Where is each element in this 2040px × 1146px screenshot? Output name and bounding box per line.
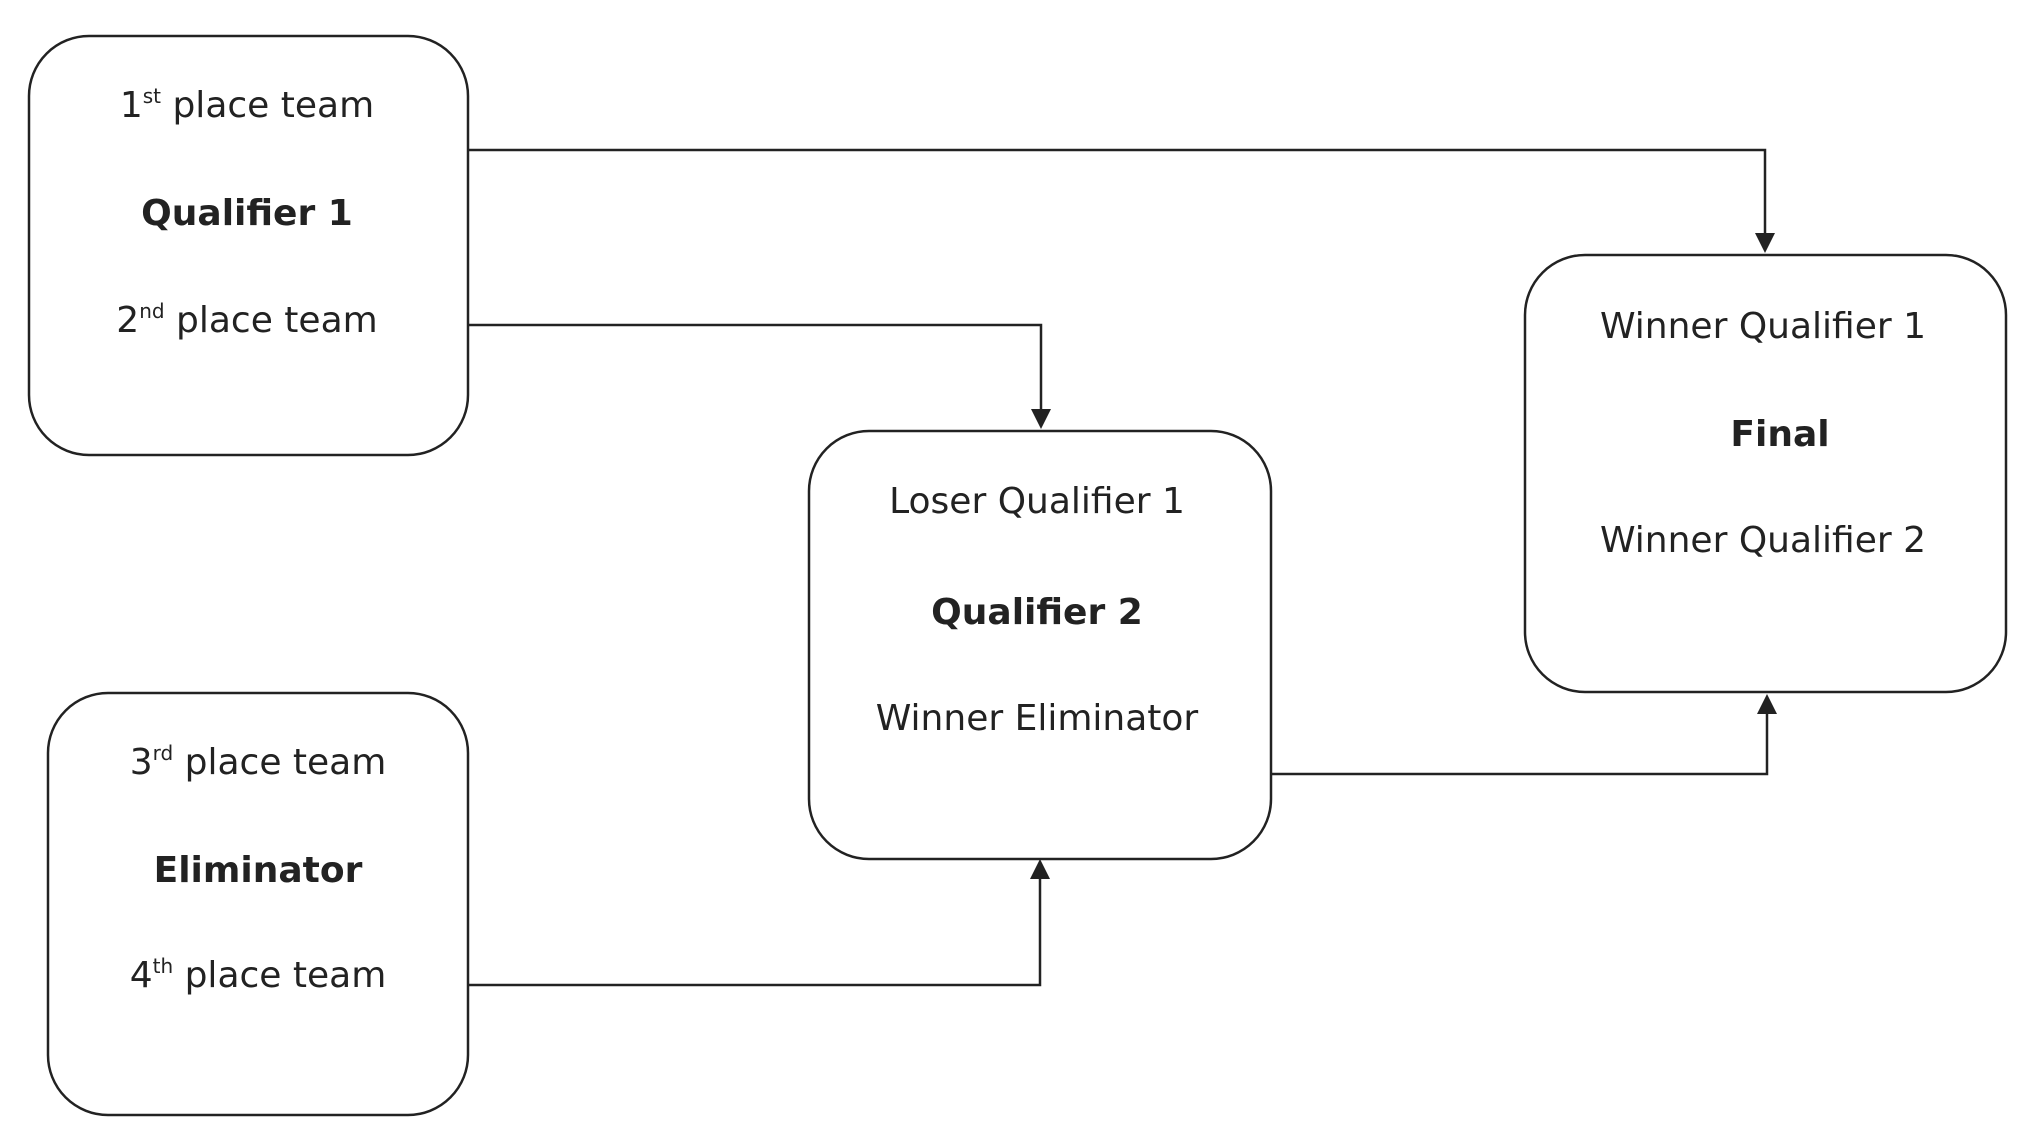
edge-eliminator-to-q2: [468, 876, 1042, 987]
arrowhead: [1031, 409, 1051, 429]
node-title: Qualifier 1: [141, 193, 353, 234]
node-top-label: 3rd place team: [130, 741, 387, 783]
node-bottom-label: 4th place team: [130, 954, 387, 996]
node-top-label: Winner Qualifier 1: [1600, 306, 1926, 347]
node-final: Winner Qualifier 1 Final Winner Qualifie…: [1523, 253, 2008, 694]
node-eliminator: 3rd place team Eliminator 4th place team: [46, 691, 470, 1117]
edge-q1-to-q2: [468, 323, 1043, 412]
node-top-label: Loser Qualifier 1: [889, 481, 1185, 522]
node-top-label: 1st place team: [120, 84, 374, 126]
node-qualifier-2: Loser Qualifier 1 Qualifier 2 Winner Eli…: [807, 429, 1273, 861]
node-bottom-label: Winner Eliminator: [876, 698, 1199, 739]
node-title: Eliminator: [154, 850, 363, 891]
node-qualifier-1: 1st place team Qualifier 1 2nd place tea…: [27, 34, 470, 457]
node-bottom-label: Winner Qualifier 2: [1600, 520, 1926, 561]
node-title: Qualifier 2: [931, 592, 1143, 633]
arrowhead: [1755, 233, 1775, 253]
edge-q2-to-final: [1271, 711, 1769, 776]
arrowhead: [1757, 694, 1777, 714]
node-bottom-label: 2nd place team: [116, 299, 377, 341]
node-title: Final: [1730, 414, 1829, 455]
edge-q1-to-final: [468, 148, 1767, 236]
arrowhead: [1030, 859, 1050, 879]
